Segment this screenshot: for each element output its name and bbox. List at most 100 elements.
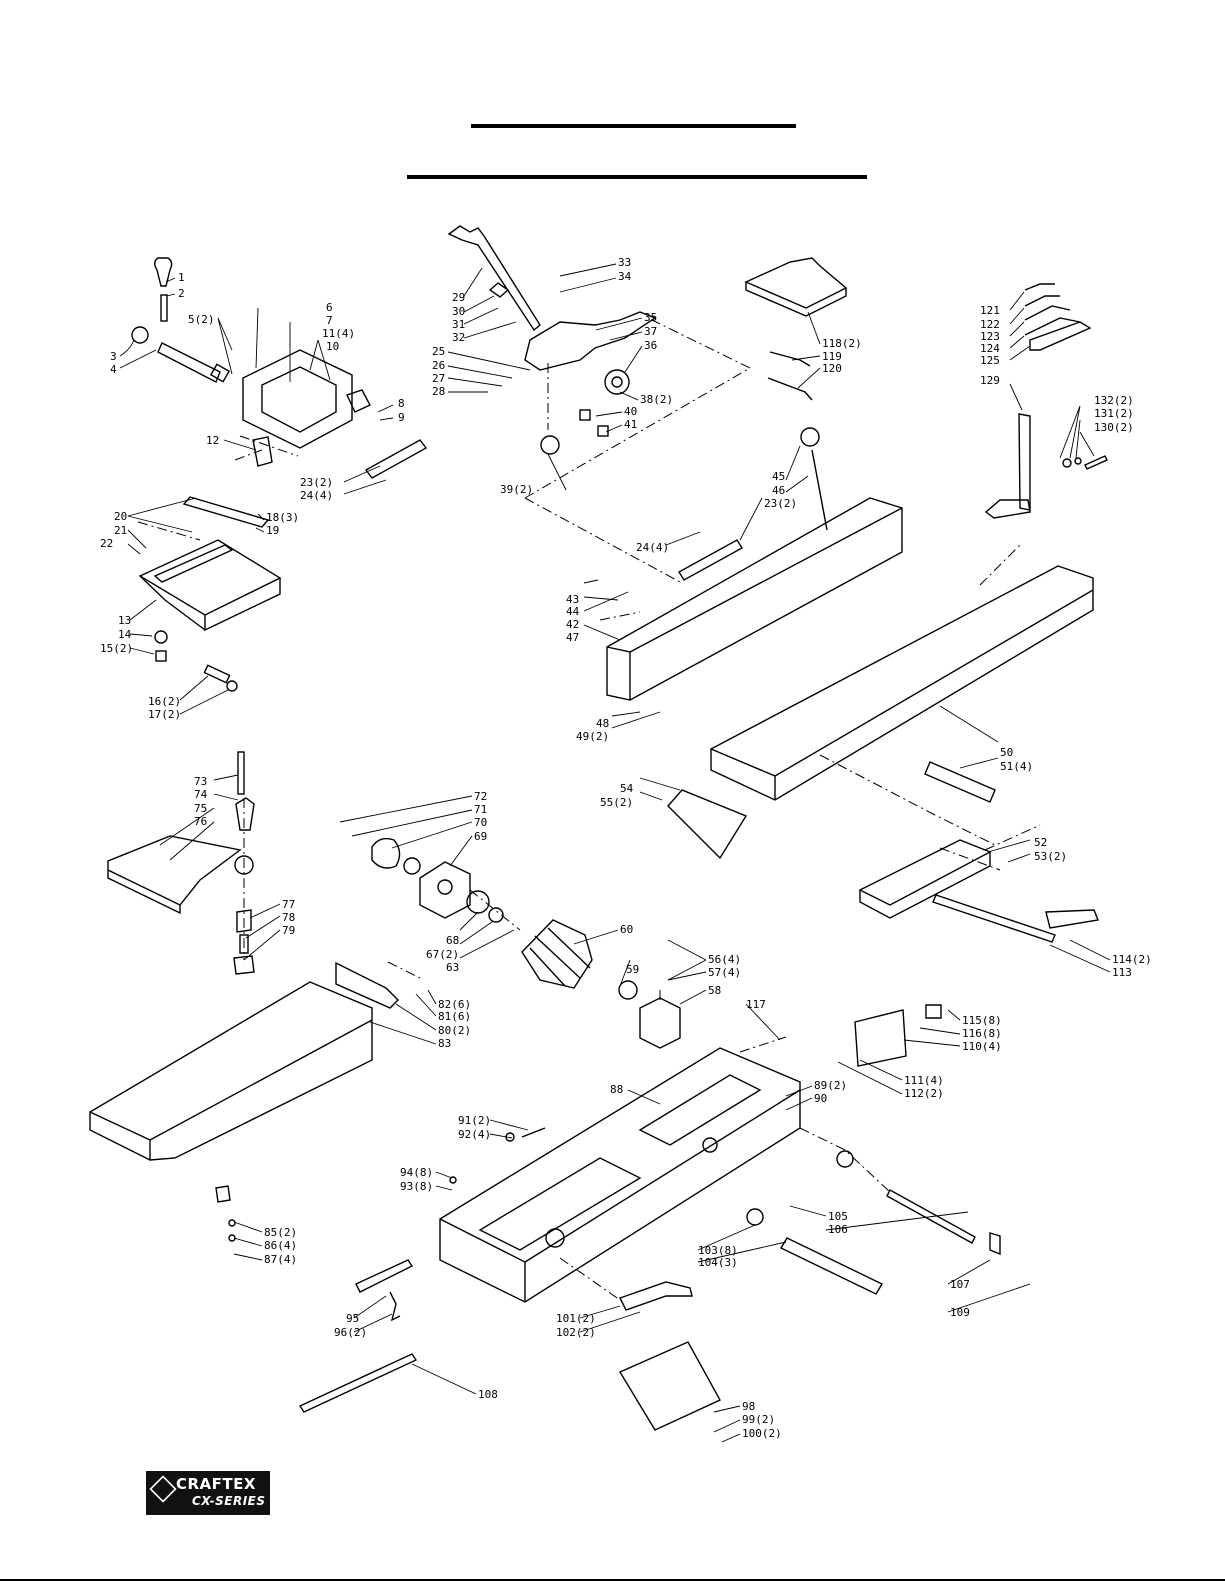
callout-6: 6	[326, 301, 333, 314]
callout-4: 4	[110, 363, 117, 376]
cutterhead-parts	[371, 837, 681, 1049]
callout-85: 85(2)	[264, 1226, 297, 1239]
callout-72: 72	[474, 790, 487, 803]
callout-16: 16(2)	[148, 695, 181, 708]
callout-95: 95	[346, 1312, 359, 1325]
callout-119: 119	[822, 350, 842, 363]
callout-109: 109	[950, 1306, 970, 1319]
outfeed-table	[667, 565, 1094, 860]
callout-2: 2	[178, 287, 185, 300]
callout-117: 117	[746, 998, 766, 1011]
guard-support-arm	[984, 413, 1108, 519]
warning-label	[618, 1341, 721, 1431]
callout-107: 107	[950, 1278, 970, 1291]
callout-98: 98	[742, 1400, 755, 1413]
callout-67: 67(2)	[426, 948, 459, 961]
callout-37: 37	[644, 325, 657, 338]
callout-93: 93(8)	[400, 1180, 433, 1193]
fence-tilt-mechanism	[447, 225, 657, 455]
base-casting	[439, 909, 1099, 1303]
callout-25: 25	[432, 345, 445, 358]
callout-92: 92(4)	[458, 1128, 491, 1141]
callout-115: 115(8)	[962, 1014, 1002, 1027]
callout-20: 20	[114, 510, 127, 523]
callout-36: 36	[644, 339, 657, 352]
callout-23a: 23(2)	[300, 476, 333, 489]
hex-keys	[1024, 283, 1092, 351]
callout-31: 31	[452, 318, 465, 331]
callout-24b: 24(4)	[636, 541, 669, 554]
callout-24a: 24(4)	[300, 489, 333, 502]
callout-3: 3	[110, 350, 117, 363]
callout-49: 49(2)	[576, 730, 609, 743]
callout-123: 123	[980, 330, 1000, 343]
callout-86: 86(4)	[264, 1239, 297, 1252]
callout-39: 39(2)	[500, 483, 533, 496]
callout-130: 130(2)	[1094, 421, 1134, 434]
center-lines	[137, 319, 1041, 1301]
title-rule	[471, 124, 796, 128]
callout-131: 131(2)	[1094, 407, 1134, 420]
callout-121: 121	[980, 304, 1000, 317]
callout-11: 11(4)	[322, 327, 355, 340]
callout-63: 63	[446, 961, 459, 974]
callout-71: 71	[474, 803, 487, 816]
subtitle-rule	[407, 175, 867, 179]
callout-60: 60	[620, 923, 633, 936]
logo-line-2: CX-SERIES	[192, 1494, 266, 1508]
callout-75: 75	[194, 802, 207, 815]
callout-45: 45	[772, 470, 785, 483]
callout-106: 106	[828, 1223, 848, 1236]
callout-26: 26	[432, 359, 445, 372]
callout-23b: 23(2)	[764, 497, 797, 510]
callout-35: 35	[644, 311, 657, 324]
callout-8: 8	[398, 397, 405, 410]
callout-96: 96(2)	[334, 1326, 367, 1339]
callout-114: 114(2)	[1112, 953, 1152, 966]
callout-51: 51(4)	[1000, 760, 1033, 773]
callout-47: 47	[566, 631, 579, 644]
callout-18: 18(3)	[266, 511, 299, 524]
logo-line-1: CRAFTEX	[176, 1475, 256, 1493]
fence	[606, 427, 903, 701]
callout-76: 76	[194, 815, 207, 828]
callout-labels: 1 2 3 4 5(2) 6 7 11(4) 10 8 9 12 23(2) 2…	[100, 256, 1152, 1440]
callout-52: 52	[1034, 836, 1047, 849]
callout-132: 132(2)	[1094, 394, 1134, 407]
callout-32: 32	[452, 331, 465, 344]
callout-40: 40	[624, 405, 637, 418]
callout-78: 78	[282, 911, 295, 924]
leader-lines	[119, 263, 1111, 1443]
callout-90: 90	[814, 1092, 827, 1105]
callout-28: 28	[432, 385, 445, 398]
callout-100: 100(2)	[742, 1427, 782, 1440]
callout-118: 118(2)	[822, 337, 862, 350]
callout-5: 5(2)	[188, 313, 215, 326]
callout-7: 7	[326, 314, 333, 327]
craftex-logo: CRAFTEX CX-SERIES	[146, 1471, 270, 1515]
callout-103: 103(8)	[698, 1244, 738, 1257]
cutterhead-guard-housing	[242, 349, 428, 479]
callout-38: 38(2)	[640, 393, 673, 406]
callout-50: 50	[1000, 746, 1013, 759]
callout-43: 43	[566, 593, 579, 606]
callout-30: 30	[452, 305, 465, 318]
callout-108: 108	[478, 1388, 498, 1401]
callout-56: 56(4)	[708, 953, 741, 966]
callout-105: 105	[828, 1210, 848, 1223]
fence-bracket-assembly	[138, 496, 282, 692]
callout-55: 55(2)	[600, 796, 633, 809]
callout-68: 68	[446, 934, 459, 947]
callout-77: 77	[282, 898, 295, 911]
knob-lever-assembly	[131, 257, 231, 383]
callout-13: 13	[118, 614, 131, 627]
page-bottom-rule	[0, 1579, 1225, 1581]
callout-81: 81(6)	[438, 1010, 471, 1023]
callout-101: 101(2)	[556, 1312, 596, 1325]
callout-99: 99(2)	[742, 1413, 775, 1426]
callout-17: 17(2)	[148, 708, 181, 721]
callout-34: 34	[618, 270, 632, 283]
callout-19: 19	[266, 524, 279, 537]
callout-79: 79	[282, 924, 295, 937]
